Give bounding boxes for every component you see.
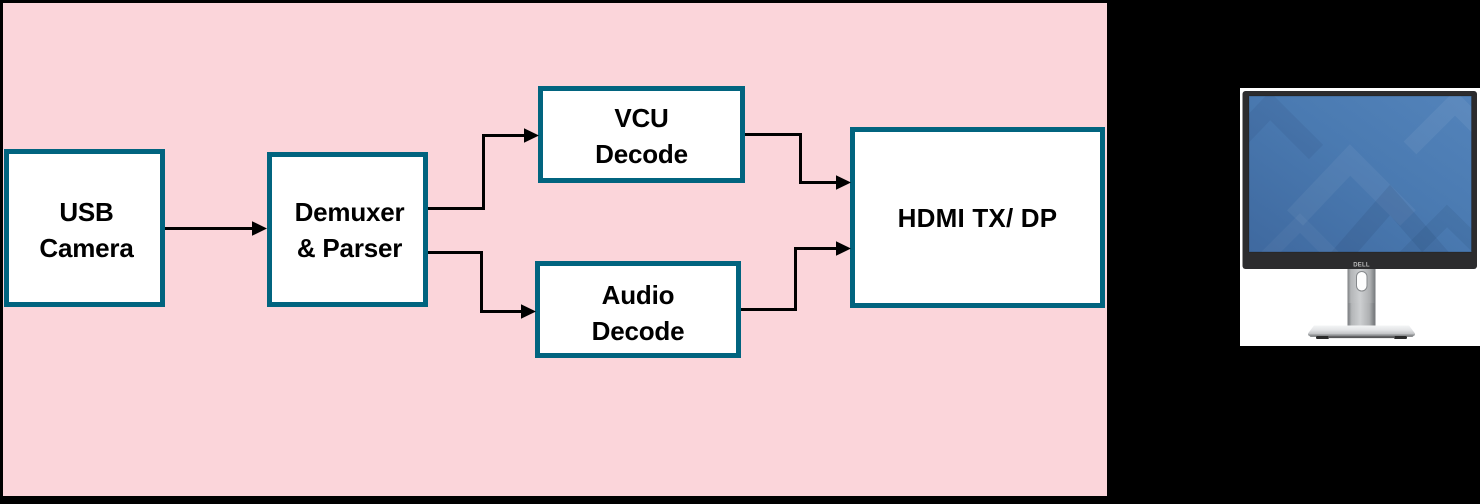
svg-text:DELL: DELL [1353,263,1370,269]
